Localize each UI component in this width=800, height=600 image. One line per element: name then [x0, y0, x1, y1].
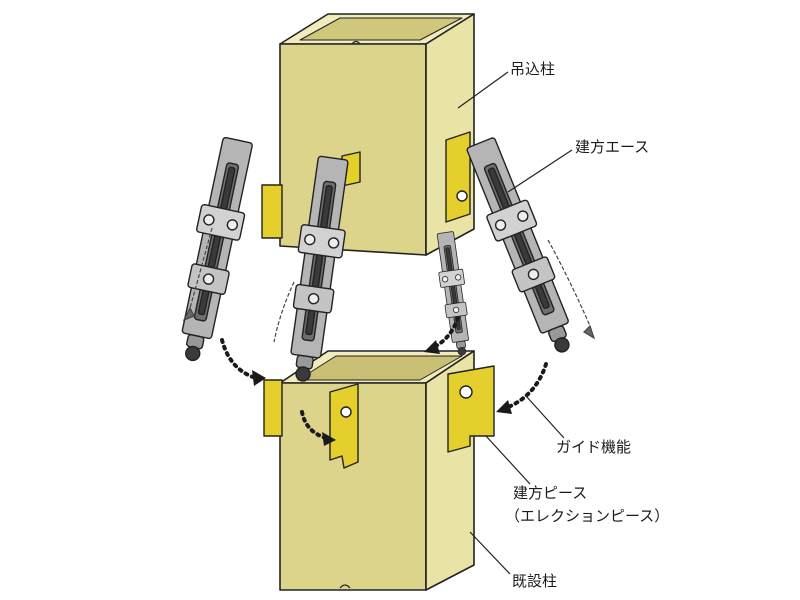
erection-tool-right	[459, 133, 586, 361]
label-erection-piece: 建方ピース	[513, 484, 588, 502]
leader-guide-function	[525, 395, 565, 439]
upper-piece-right	[445, 131, 471, 223]
leader-erection-tool	[507, 149, 573, 193]
label-guide-function: ガイド機能	[556, 438, 632, 456]
lower-piece-front	[329, 383, 359, 469]
guide-arrow-right	[504, 362, 548, 410]
erection-tool-back	[432, 230, 475, 358]
label-upper-column: 吊込柱	[510, 60, 556, 78]
erection-tool-left	[169, 134, 261, 366]
leader-existing-column	[469, 531, 511, 575]
upper-piece-left	[261, 184, 283, 239]
upper-column-front	[279, 43, 427, 256]
label-erection-piece-sub: （エレクションピース）	[505, 507, 670, 525]
lower-piece-left	[263, 379, 283, 437]
lower-piece-right	[447, 365, 495, 453]
leader-lines	[457, 71, 573, 575]
erection-pieces	[261, 131, 495, 469]
lower-column	[279, 350, 475, 591]
leader-upper-column	[457, 71, 509, 109]
guide-arrow-left	[220, 338, 258, 380]
label-erection-tool: 建方エース	[575, 138, 650, 156]
leader-erection-piece	[485, 435, 531, 485]
guide-arrowheads	[252, 340, 512, 446]
label-existing-column: 既設柱	[512, 572, 558, 590]
chains	[182, 227, 596, 343]
